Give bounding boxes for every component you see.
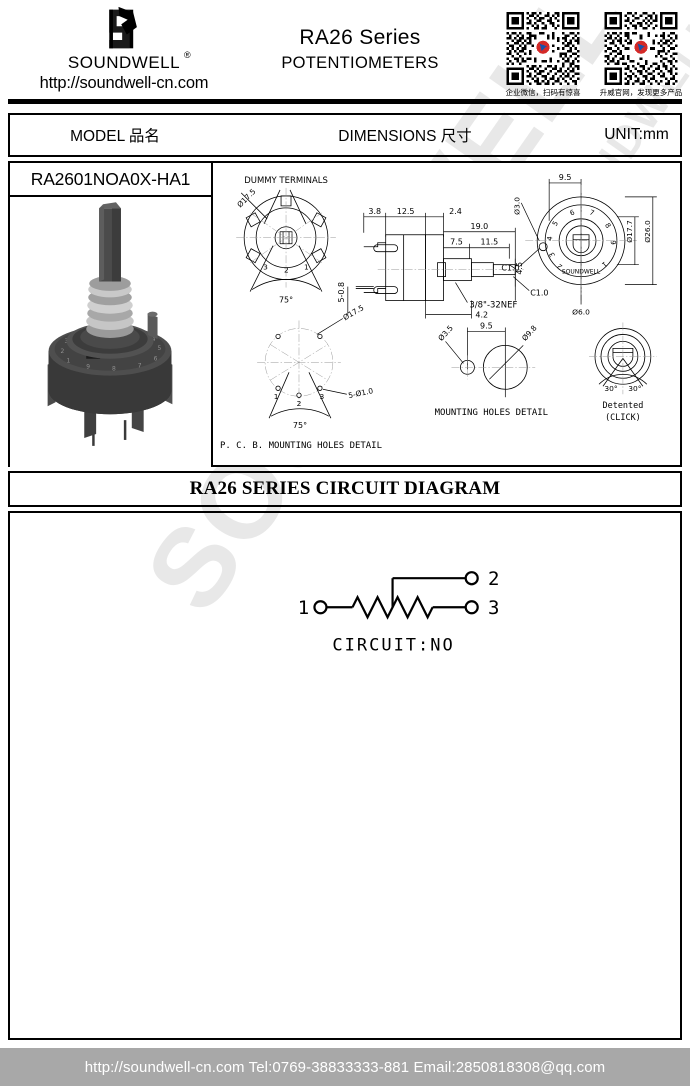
model-column: RA2601NOA0X-HA1 — [10, 163, 213, 468]
dim-19-0: 19.0 — [471, 222, 489, 231]
svg-text:8: 8 — [112, 366, 116, 373]
front-angle-label: 75° — [279, 296, 293, 305]
svg-text:2: 2 — [60, 348, 64, 355]
document-title-block: RA26 Series POTENTIOMETERS — [245, 26, 475, 73]
table-body-row: RA2601NOA0X-HA1 — [8, 161, 682, 468]
dim-c1-0: C1.0 — [530, 289, 548, 298]
svg-text:1: 1 — [66, 358, 70, 365]
svg-text:2: 2 — [556, 262, 564, 271]
circuit-section-title: RA26 SERIES CIRCUIT DIAGRAM — [189, 478, 501, 499]
dummy-terminals-label: DUMMY TERMINALS — [244, 175, 328, 185]
dim-12-5: 12.5 — [397, 207, 415, 216]
dim-3-8: 3.8 — [368, 207, 381, 216]
circuit-caption: CIRCUIT:NO — [332, 635, 454, 655]
dim-4-2: 4.2 — [475, 310, 488, 319]
dim-dia-17-7: Ø17.7 — [625, 220, 634, 243]
svg-text:7: 7 — [588, 208, 595, 217]
detent-label-line2: (CLICK) — [605, 412, 641, 422]
pcb-detail-label: P. C. B. MOUNTING HOLES DETAIL — [220, 441, 382, 451]
table-header-row: MODEL 品名 DIMENSIONS 尺寸 UNIT:mm — [8, 113, 682, 157]
svg-text:3: 3 — [548, 251, 557, 258]
dimensions-column: DUMMY TERMINALS — [213, 163, 680, 465]
qr-caption: 企业微信，扫码有惊喜 — [505, 88, 581, 97]
model-number: RA2601NOA0X-HA1 — [10, 163, 211, 197]
svg-text:2: 2 — [284, 266, 289, 275]
column-header-model: MODEL 品名 — [70, 128, 160, 145]
mount-spacing-label: 9.5 — [480, 321, 493, 330]
qr-caption: 升威官网，发现更多产品 — [599, 88, 683, 97]
svg-text:1: 1 — [304, 263, 309, 272]
dim-dia-6-0: Ø6.0 — [572, 307, 590, 316]
circuit-terminal-1-label: 1 — [298, 597, 309, 619]
detent-label-line1: Detented — [603, 400, 644, 410]
pcb-angle-label: 75° — [293, 421, 307, 430]
svg-text:1: 1 — [600, 260, 609, 269]
brand-website-link[interactable]: http://soundwell-cn.com — [39, 74, 209, 92]
circuit-diagram-panel: 1 3 2 CIRCUIT:NO — [8, 511, 682, 1040]
svg-text:5: 5 — [158, 345, 162, 352]
dim-5-0-8: 5-0.8 — [337, 282, 346, 303]
svg-text:6: 6 — [154, 356, 158, 363]
header-divider — [8, 99, 682, 104]
qr-code-group: 企业微信，扫码有惊喜 — [500, 12, 684, 98]
qr-code-icon — [506, 12, 580, 85]
svg-text:1: 1 — [274, 392, 279, 401]
page-header: SOUNDWELL ® http://soundwell-cn.com RA26… — [0, 0, 690, 104]
qr-item-website: 升威官网，发现更多产品 — [598, 12, 684, 98]
dial-brand-label: SOUNDWELL — [562, 269, 601, 276]
svg-text:3: 3 — [320, 392, 325, 401]
circuit-diagram: 1 3 2 CIRCUIT:NO — [298, 568, 500, 655]
dim-dia-3-0: Ø3.0 — [512, 197, 521, 215]
dim-9-5: 9.5 — [559, 173, 572, 182]
circuit-section-title-row: RA26 SERIES CIRCUIT DIAGRAM — [8, 471, 682, 507]
svg-text:7: 7 — [138, 363, 142, 370]
column-header-dimensions: DIMENSIONS 尺寸 — [338, 128, 472, 145]
svg-text:4: 4 — [152, 336, 156, 343]
detent-angle-left: 30° — [604, 384, 618, 393]
qr-code-icon — [604, 12, 678, 85]
brand-block: SOUNDWELL ® http://soundwell-cn.com — [14, 6, 234, 93]
dim-dia-26-0: Ø26.0 — [643, 220, 652, 243]
dim-4-5: 4.5 — [515, 262, 524, 275]
svg-text:9: 9 — [609, 240, 617, 245]
dim-11-5: 11.5 — [480, 238, 498, 247]
svg-text:2: 2 — [297, 399, 302, 408]
rear-c1-0: C1.0 — [501, 264, 519, 273]
qr-item-wechat: 企业微信，扫码有惊喜 — [500, 12, 586, 98]
product-type-title: POTENTIOMETERS — [281, 54, 439, 72]
dim-2-4: 2.4 — [449, 207, 462, 216]
footer-contact-text: http://soundwell-cn.com Tel:0769-3883333… — [84, 1058, 606, 1076]
dim-7-5: 7.5 — [450, 238, 463, 247]
svg-text:3: 3 — [263, 263, 268, 272]
svg-text:5: 5 — [551, 220, 560, 228]
circuit-terminal-3-label: 3 — [488, 597, 499, 619]
svg-text:6: 6 — [569, 208, 576, 217]
svg-text:8: 8 — [603, 222, 612, 230]
page-footer: http://soundwell-cn.com Tel:0769-3883333… — [0, 1048, 690, 1086]
svg-text:4: 4 — [546, 235, 554, 241]
circuit-terminal-2-label: 2 — [488, 568, 499, 590]
thread-spec: 3/8"-32NEF — [469, 300, 517, 310]
brand-name-wrap: SOUNDWELL ® — [67, 50, 191, 73]
column-header-unit: UNIT:mm — [604, 126, 669, 143]
detent-angle-right: 30° — [628, 384, 642, 393]
brand-name: SOUNDWELL — [67, 53, 181, 72]
registered-trademark-icon: ® — [183, 50, 192, 60]
mounting-detail-label: MOUNTING HOLES DETAIL — [435, 408, 548, 418]
series-title: RA26 Series — [299, 26, 421, 49]
svg-text:9: 9 — [86, 364, 90, 371]
dimensions-drawing: DUMMY TERMINALS — [214, 163, 679, 465]
soundwell-logo-icon — [109, 6, 137, 49]
